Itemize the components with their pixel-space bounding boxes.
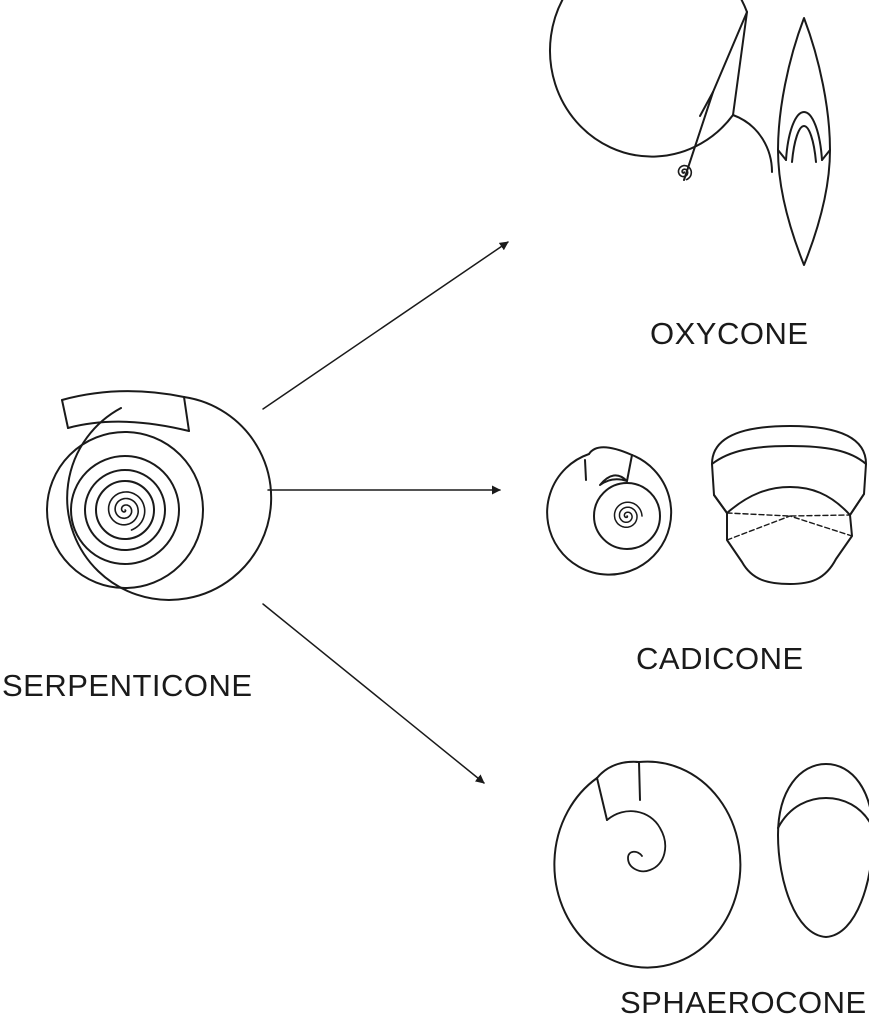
label-cadicone: CADICONE [636,641,804,677]
sphaerocone-ventral-view [778,764,869,937]
oxycone-lateral-view [550,0,772,180]
cadicone-lateral-view [547,447,671,574]
label-serpenticone: SERPENTICONE [2,668,253,704]
arrow-to-oxycone [263,242,508,409]
serpenticone-shell [47,391,271,600]
arrow-to-sphaerocone [263,604,484,783]
label-oxycone: OXYCONE [650,316,809,352]
oxycone-ventral-view [778,18,830,265]
sphaerocone-lateral-view [554,762,740,968]
cadicone-ventral-view [712,426,866,584]
label-sphaerocone: SPHAEROCONE [620,985,867,1021]
